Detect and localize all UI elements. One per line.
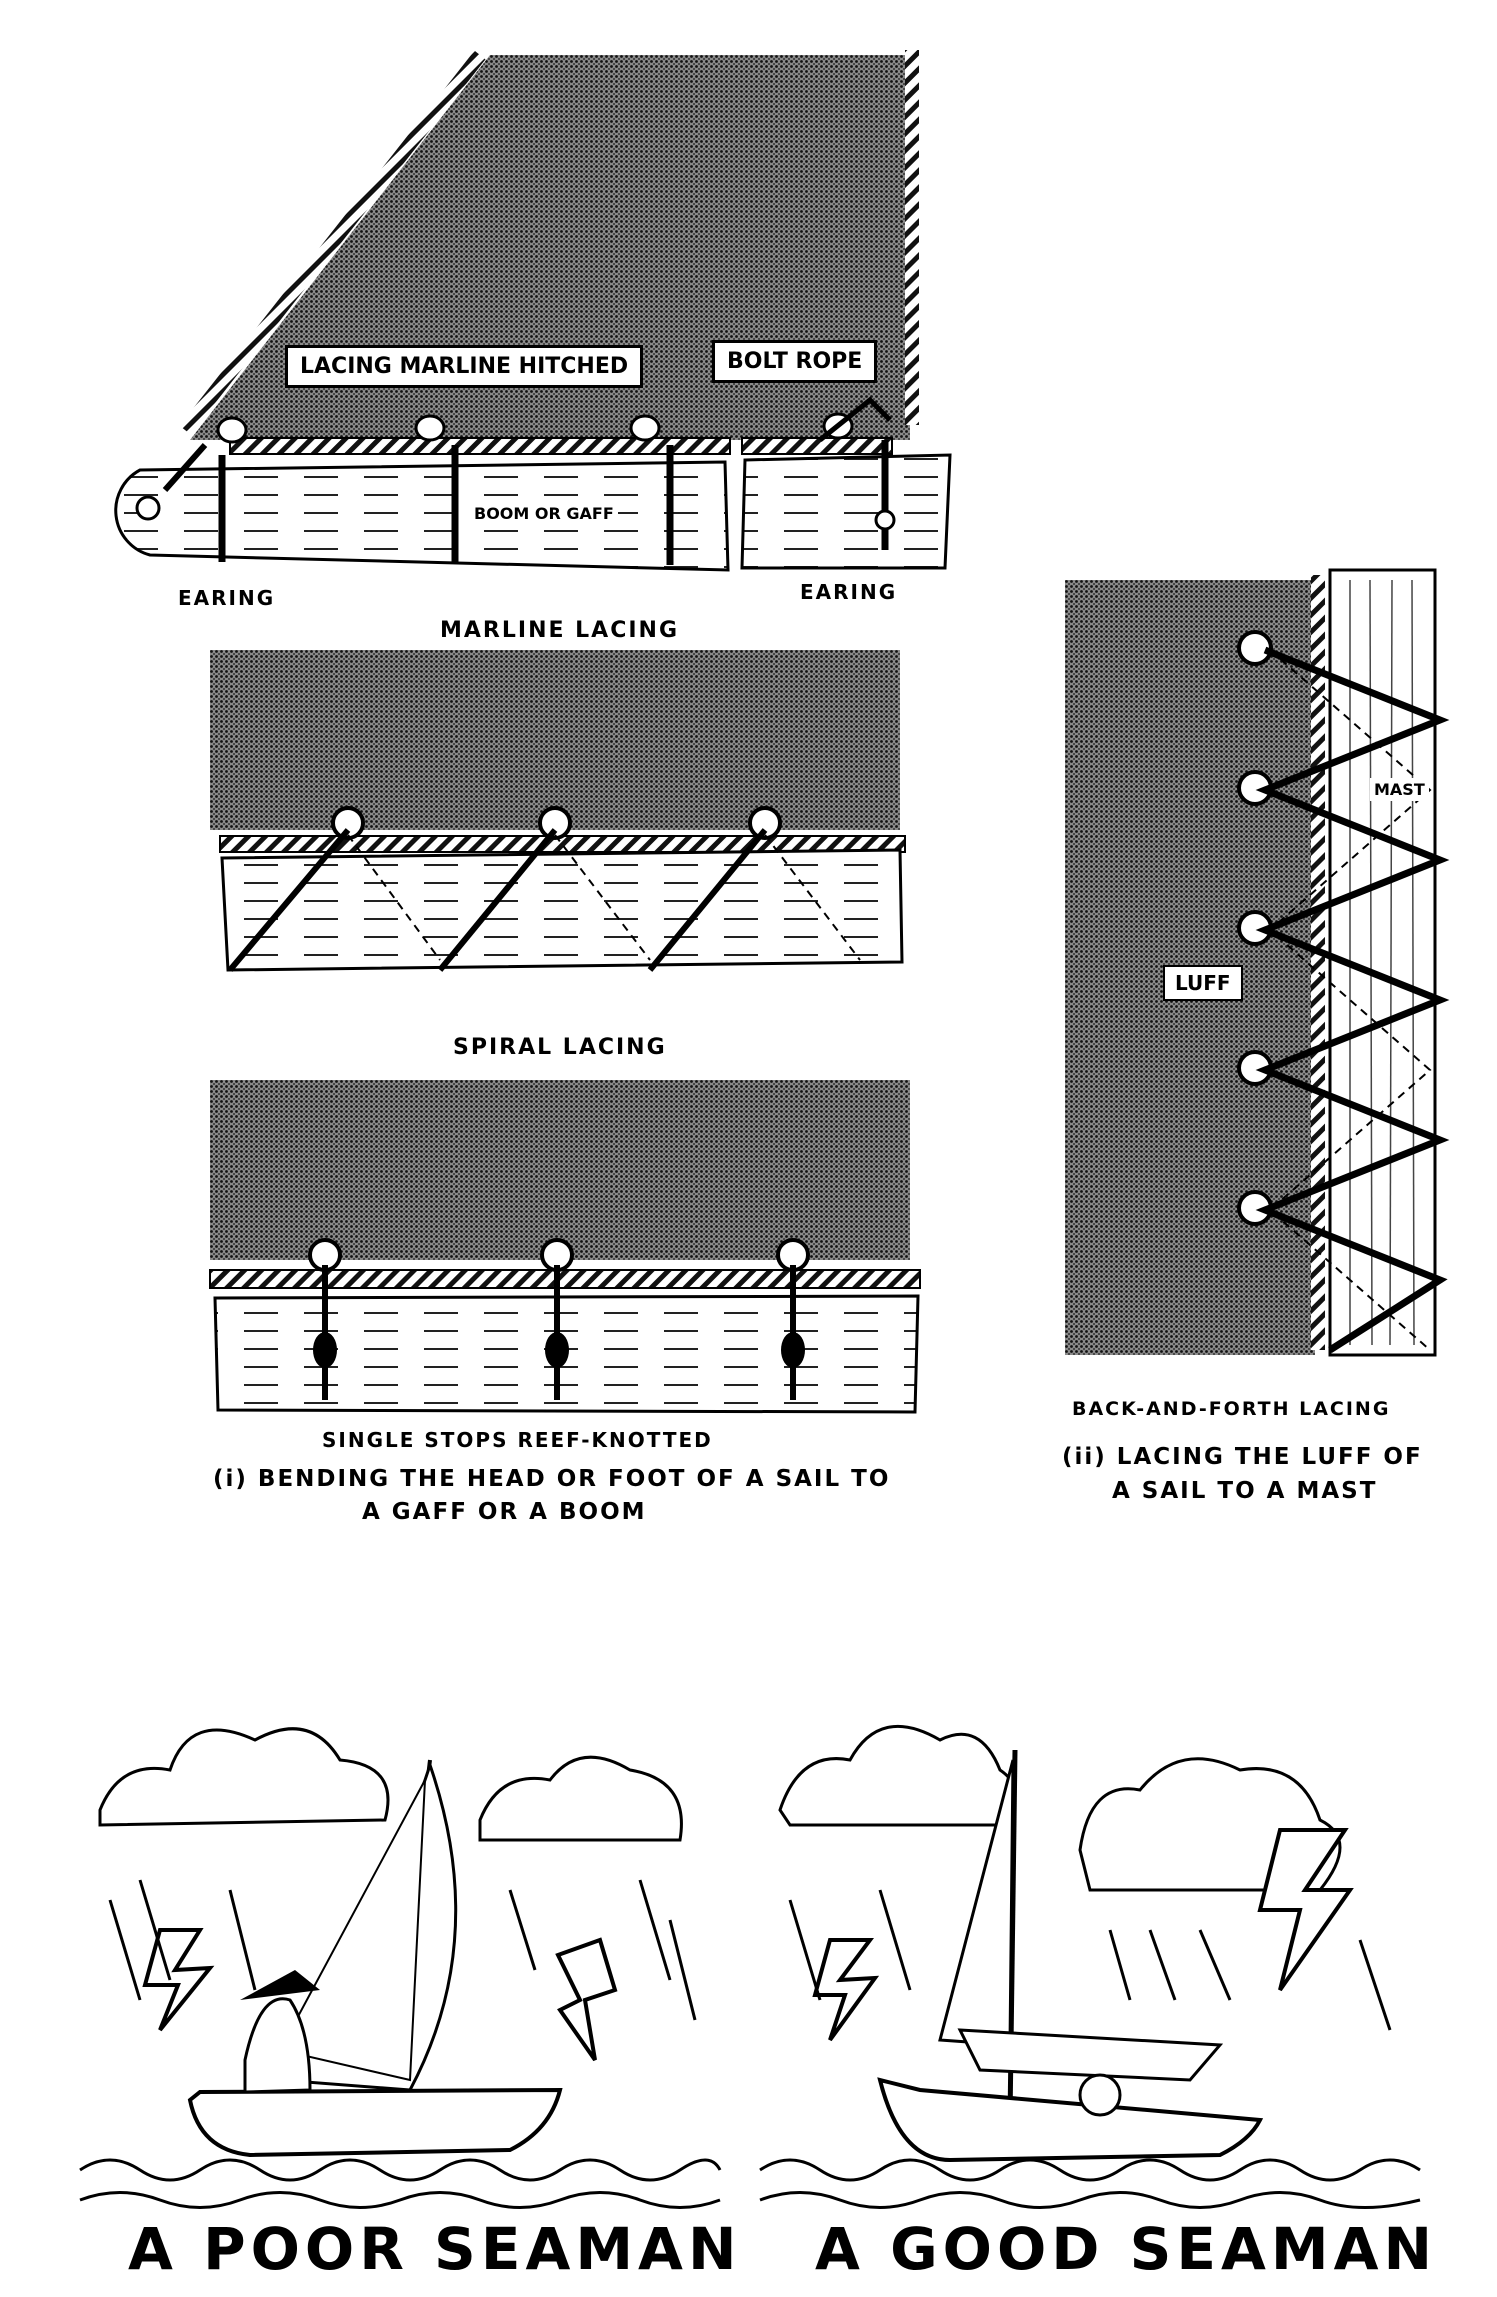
reef-knot [781,1332,805,1368]
grommet [629,414,661,442]
lightning-bolt [1257,1828,1354,1992]
reef-knot [313,1332,337,1368]
grommet [414,414,446,442]
back-and-forth-lacing-diagram: MAST LUFF BACK-AND-FORTH LACING (ii) LAC… [1040,560,1460,1520]
sailor-hat [240,1970,320,2000]
lightning-bolt [142,1928,215,2032]
poor-seaman-cartoon [79,1700,722,2220]
subcaption-lacing-luff-line1: (ii) LACING THE LUFF OF [1062,1444,1423,1470]
caption-good-seaman: A GOOD SEAMAN [815,2215,1438,2283]
caption-single-stops: SINGLE STOPS REEF-KNOTTED [322,1428,713,1452]
poor-seaman-illustration [79,1727,722,2209]
caption-spiral-lacing: SPIRAL LACING [453,1035,667,1060]
grommet [216,416,248,444]
grommet [1237,630,1273,666]
lightning-bolt [555,1937,618,2062]
subcaption-bending-line2: A GAFF OR A BOOM [362,1499,647,1525]
subcaption-lacing-luff-line2: A SAIL TO A MAST [1112,1478,1378,1504]
sail-canvas [210,1080,910,1260]
boat-hull [877,2077,1264,2163]
mast-label: MAST [1370,778,1429,801]
foot-rope [209,1269,921,1289]
awning [957,2028,1224,2082]
storm-cloud [478,1755,683,1842]
earing-eye [135,495,161,521]
callout-bolt-rope: BOLT ROPE [712,340,878,383]
spar [220,848,904,972]
reef-knot [545,1332,569,1368]
storm-cloud [98,1727,390,1827]
marline-lacing-diagram: LACING MARLINE HITCHED BOLT ROPE BOOM OR… [0,0,1000,660]
spiral-lacing-drawing [210,650,906,972]
luff-label: LUFF [1163,965,1243,1001]
subcaption-bending-line1: (i) BENDING THE HEAD OR FOOT OF A SAIL T… [213,1466,891,1492]
single-stops-diagram: SINGLE STOPS REEF-KNOTTED (i) BENDING TH… [0,1070,1000,1530]
good-seaman-cartoon [759,1700,1421,2220]
caption-poor-seaman: A POOR SEAMAN [128,2215,742,2283]
sailor [243,1997,312,2094]
leech-rope [179,50,486,435]
mast-lacing-drawing [1065,568,1450,1357]
boat-hull [187,2087,563,2158]
grommet [331,806,365,840]
sail-canvas [210,650,900,830]
grommet [538,806,572,840]
callout-lacing-marline-hitched: LACING MARLINE HITCHED [285,345,644,388]
waves [79,2158,722,2182]
storm-cloud [778,1724,1017,1827]
lacing-line [1255,646,1450,1353]
caption-back-and-forth-lacing: BACK-AND-FORTH LACING [1072,1398,1391,1420]
marline-lacing-drawing [114,50,952,572]
boom-or-gaff-spar [114,460,730,572]
spar-label: BOOM OR GAFF [470,502,618,525]
lightning-bolt [812,1938,880,2042]
foot-rope [219,835,906,853]
good-seaman-illustration [759,1724,1421,2209]
grommet [748,806,782,840]
waves [759,2158,1421,2182]
caption-marline-lacing: MARLINE LACING [440,618,680,643]
jib [278,1779,426,2082]
spiral-lacing-diagram: SPIRAL LACING [0,640,1000,1070]
earing-label-left: EARING [178,586,276,610]
sailor [1078,2073,1122,2117]
single-stops-drawing [209,1080,921,1414]
earing-label-right: EARING [800,580,898,604]
foot-rope [229,437,731,455]
